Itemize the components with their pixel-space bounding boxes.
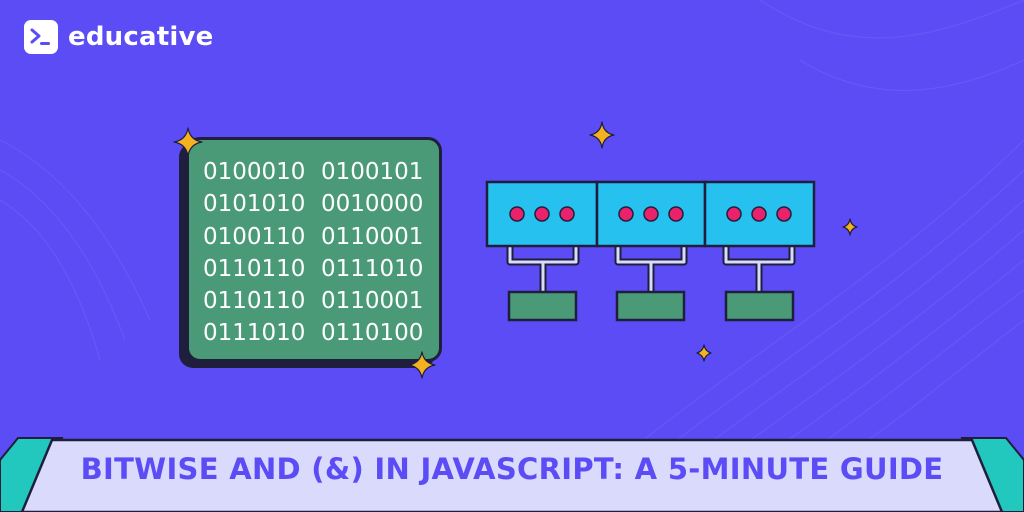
- binary-value: 0111010: [203, 320, 306, 347]
- server-panel: [703, 180, 816, 248]
- page-title: BITWISE AND (&) IN JAVASCRIPT: A 5-MINUT…: [80, 452, 944, 486]
- sparkle-icon: [842, 218, 858, 236]
- node-block: [615, 290, 686, 322]
- sparkle-icon: [696, 344, 712, 362]
- binary-row: 0110110 0111010: [203, 253, 439, 285]
- binary-value: 0110110: [203, 255, 306, 282]
- binary-value: 0100110: [203, 223, 306, 250]
- brand-logo[interactable]: educative: [24, 20, 213, 54]
- binary-value: 0110001: [321, 288, 424, 315]
- brand-name: educative: [68, 22, 214, 52]
- server-panel: [595, 180, 707, 248]
- sparkle-icon: [589, 121, 615, 149]
- node-block: [507, 290, 578, 322]
- binary-value: 0100010: [203, 159, 306, 185]
- title-banner: [0, 437, 1024, 512]
- binary-value: 0101010: [203, 191, 306, 218]
- binary-value: 0111010: [321, 255, 424, 282]
- node-block: [724, 290, 795, 322]
- binary-value: 0110001: [321, 223, 424, 250]
- terminal-logo-icon: [24, 20, 58, 54]
- binary-card: 0100010 0100101 0101010 0010000 0100110 011…: [186, 137, 442, 362]
- binary-row: 0110110 0110001: [203, 285, 439, 317]
- sparkle-icon: [173, 127, 203, 157]
- binary-row: 0100110 0110001: [203, 221, 439, 253]
- server-panel: [485, 180, 599, 248]
- binary-row: 0100010 0100101: [203, 156, 439, 188]
- binary-value: 0110110: [203, 288, 306, 315]
- binary-value: 0010000: [321, 191, 424, 218]
- binary-value: 0110100: [321, 320, 424, 347]
- binary-row: 0101010 0010000: [203, 188, 439, 220]
- binary-value: 0100101: [321, 159, 424, 185]
- binary-row: 0111010 0110100: [203, 317, 439, 349]
- sparkle-icon: [408, 351, 436, 379]
